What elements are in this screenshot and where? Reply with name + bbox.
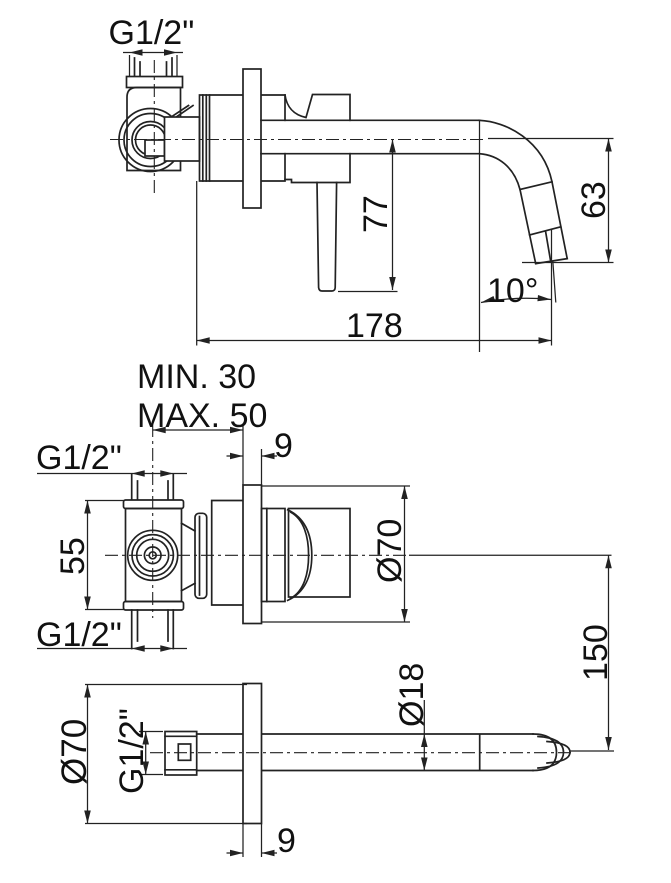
handle-base-bottom bbox=[284, 152, 351, 184]
dim-o70-valve-lines bbox=[262, 485, 410, 623]
inlet-stub bbox=[133, 57, 173, 81]
dim-77-lines bbox=[338, 139, 398, 293]
threaded-collar bbox=[198, 94, 211, 182]
wall-plate-side bbox=[242, 68, 262, 209]
dim-inlet-arrows bbox=[129, 49, 177, 56]
wall-sleeve bbox=[198, 499, 244, 606]
dim-top-thread-label: G1/2" bbox=[36, 439, 122, 477]
elbow-body bbox=[126, 86, 182, 172]
dim-offset-label: 150 bbox=[577, 624, 615, 681]
valve-front-view bbox=[37, 424, 614, 752]
dim-55-lines bbox=[85, 499, 124, 611]
bracket-diagonals bbox=[180, 522, 197, 592]
spout-tip-arc-1 bbox=[532, 733, 558, 772]
dim-recess-lines bbox=[152, 424, 263, 485]
side-view bbox=[110, 49, 614, 352]
dim-reach-label: 178 bbox=[346, 307, 403, 345]
dim-spout-thread-label: G1/2" bbox=[113, 708, 151, 794]
spout-thread-port bbox=[164, 730, 198, 776]
handle-base-top bbox=[284, 93, 351, 122]
dim-150-lines bbox=[409, 554, 614, 752]
valve-top-port bbox=[130, 473, 175, 501]
dim-63-lines bbox=[488, 137, 614, 264]
dim-spout-drop-label: 63 bbox=[575, 181, 613, 219]
handle-end-block bbox=[287, 507, 351, 598]
dim-bottom-thread-label: G1/2" bbox=[36, 616, 122, 654]
dim-inlet-thread-label: G1/2" bbox=[109, 14, 195, 52]
spout-front-view bbox=[84, 682, 573, 857]
dim-lever-drop-label: 77 bbox=[357, 195, 395, 233]
dim-recess-min-label: MIN. 30 bbox=[137, 358, 256, 396]
dim-o70-spout-lines bbox=[85, 683, 247, 825]
dim-escutcheon-spout-label: Ø70 bbox=[55, 719, 94, 785]
wall-plate-spout bbox=[242, 682, 263, 825]
chamfer-lines bbox=[170, 104, 195, 118]
valve-cap-bottom bbox=[122, 600, 185, 611]
wall-plate-valve bbox=[242, 484, 263, 625]
valve-bottom-port bbox=[130, 609, 175, 650]
dim-plate-thickness-bottom-label: 9 bbox=[277, 822, 296, 860]
spout-tube-side bbox=[260, 119, 481, 155]
dimension-labels: G1/2" 77 63 10° 178 MIN. 30 MAX. 50 G1/2… bbox=[36, 14, 615, 860]
spout-bend-inner bbox=[478, 152, 537, 265]
lever-handle bbox=[316, 181, 338, 292]
dim-recess-max-label: MAX. 50 bbox=[137, 397, 267, 435]
dim-plate-thickness-top-label: 9 bbox=[274, 427, 293, 465]
dim-tube-diameter-label: Ø18 bbox=[393, 663, 431, 727]
dim-angle-label: 10° bbox=[487, 272, 538, 310]
valve-cap-top bbox=[122, 499, 185, 510]
dim-178-lines bbox=[196, 181, 553, 346]
dim-escutcheon-valve-label: Ø70 bbox=[371, 519, 409, 583]
dim-body-height-label: 55 bbox=[54, 537, 92, 575]
